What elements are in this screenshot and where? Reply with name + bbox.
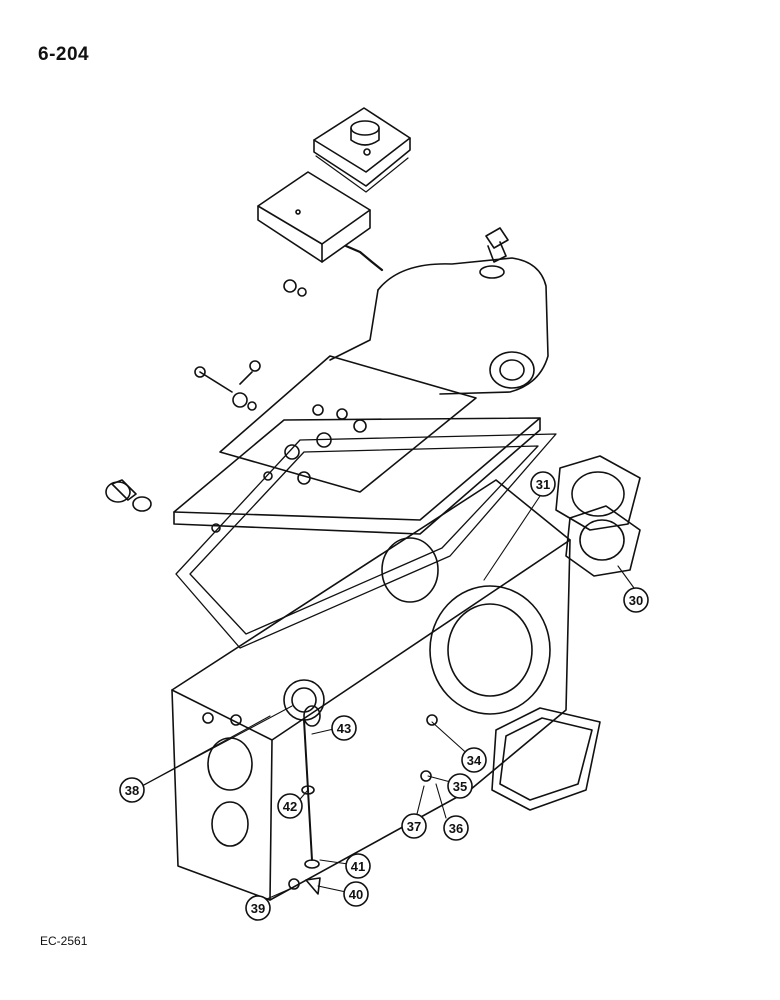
lift-cover-housing [173, 257, 549, 535]
svg-text:43: 43 [337, 721, 351, 736]
svg-text:37: 37 [407, 819, 421, 834]
callout-43: 43 [331, 715, 357, 741]
callout-40: 40 [343, 881, 369, 907]
side-cover-plates [555, 455, 641, 577]
svg-text:41: 41 [351, 859, 365, 874]
callout-37: 37 [401, 813, 427, 839]
svg-text:31: 31 [536, 477, 550, 492]
callout-39: 39 [245, 895, 271, 921]
svg-text:39: 39 [251, 901, 265, 916]
svg-text:40: 40 [349, 887, 363, 902]
callout-34: 34 [461, 747, 487, 773]
callout-35: 35 [447, 773, 473, 799]
svg-text:35: 35 [453, 779, 467, 794]
transmission-case [171, 479, 571, 901]
callout-36: 36 [443, 815, 469, 841]
valve-block [257, 171, 384, 272]
housing-gasket [175, 433, 557, 649]
callout-31: 31 [530, 471, 556, 497]
callout-bubbles: 30 31 34 35 36 37 38 39 40 41 42 43 [119, 471, 649, 921]
leader-lines [141, 495, 635, 903]
rear-cover-plate [491, 707, 601, 811]
svg-text:42: 42 [283, 799, 297, 814]
callout-38: 38 [119, 777, 145, 803]
svg-text:30: 30 [629, 593, 643, 608]
top-cover-plate [313, 107, 411, 193]
svg-text:36: 36 [449, 821, 463, 836]
small-fittings [194, 227, 509, 411]
callout-42: 42 [277, 793, 303, 819]
svg-text:38: 38 [125, 783, 139, 798]
callout-41: 41 [345, 853, 371, 879]
figure-code: EC-2561 [40, 934, 88, 948]
svg-text:34: 34 [467, 753, 482, 768]
side-plug [105, 479, 152, 512]
callout-30: 30 [623, 587, 649, 613]
page-number: 6-204 [38, 44, 90, 65]
